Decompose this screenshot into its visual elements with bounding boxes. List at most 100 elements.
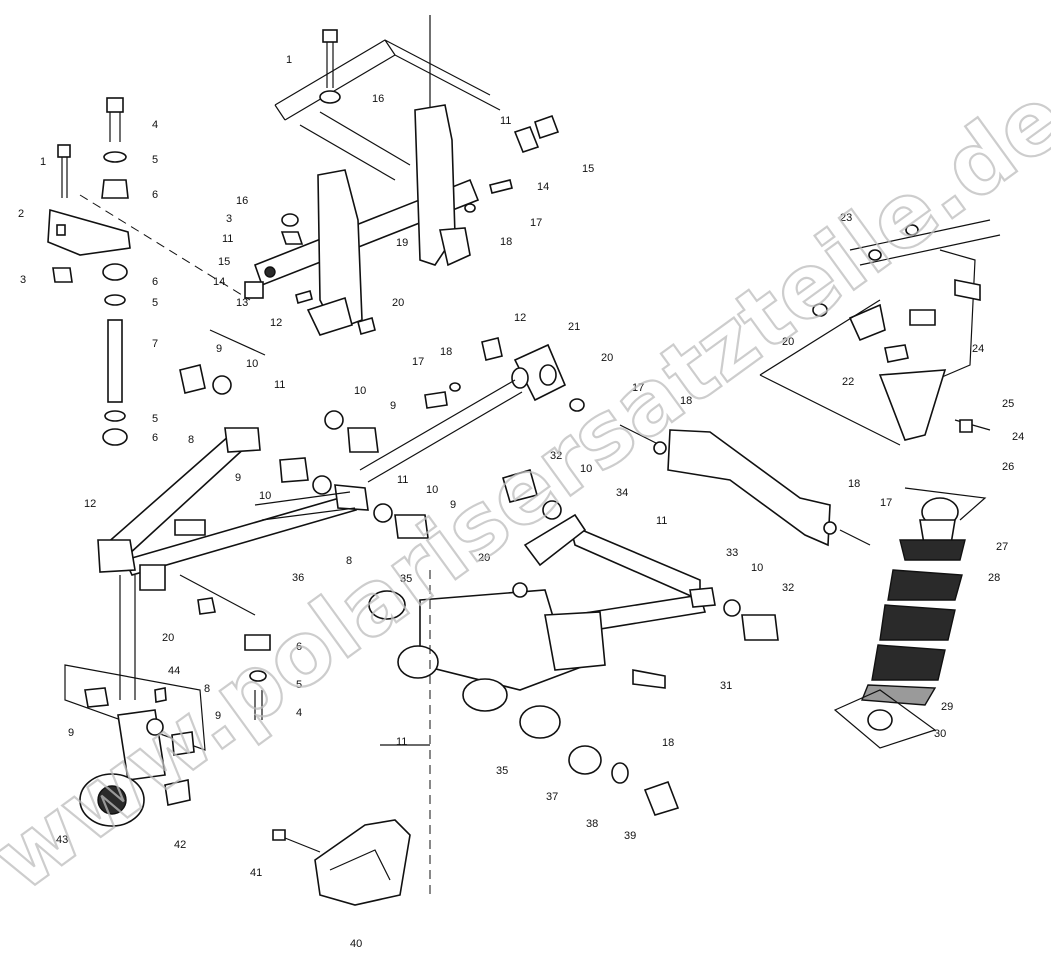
callout-30: 30 <box>934 728 946 740</box>
callout-37: 37 <box>546 791 558 803</box>
callout-5: 5 <box>296 679 302 691</box>
callout-18: 18 <box>680 395 692 407</box>
callout-3: 3 <box>20 274 26 286</box>
callout-10: 10 <box>580 463 592 475</box>
callout-20: 20 <box>478 552 490 564</box>
washer-16 <box>319 90 341 104</box>
callout-38: 38 <box>586 818 598 830</box>
callout-1: 1 <box>40 156 46 168</box>
callout-20: 20 <box>782 336 794 348</box>
callout-15: 15 <box>218 256 230 268</box>
callout-3: 3 <box>226 213 232 225</box>
pivot-bolt-head-13 <box>244 281 264 299</box>
callout-24: 24 <box>1012 431 1024 443</box>
callout-12: 12 <box>514 312 526 324</box>
spacer-tube-7 <box>107 319 123 403</box>
callout-24: 24 <box>972 343 984 355</box>
callout-10: 10 <box>751 562 763 574</box>
callout-10: 10 <box>354 385 366 397</box>
callout-33: 33 <box>726 547 738 559</box>
callout-11: 11 <box>656 515 667 527</box>
callout-5: 5 <box>152 154 158 166</box>
callout-9: 9 <box>215 710 221 722</box>
upper-frame-rails <box>274 15 501 181</box>
callout-10: 10 <box>246 358 258 370</box>
callout-17: 17 <box>880 497 892 509</box>
shock-absorber <box>833 487 987 749</box>
bushing-15 <box>264 266 276 278</box>
callout-34: 34 <box>616 487 628 499</box>
callout-5: 5 <box>152 297 158 309</box>
callout-11: 11 <box>397 474 408 486</box>
callout-10: 10 <box>426 484 438 496</box>
callout-29: 29 <box>941 701 953 713</box>
pivot-8 <box>224 427 261 453</box>
rear-frame-bracket <box>759 219 1001 441</box>
callout-1: 1 <box>286 54 292 66</box>
bushing-15b <box>534 114 560 140</box>
callout-16: 16 <box>372 93 384 105</box>
callout-6: 6 <box>152 276 158 288</box>
callout-14: 14 <box>537 181 549 193</box>
callout-14: 14 <box>213 276 225 288</box>
callout-19: 19 <box>396 237 408 249</box>
left-vertical-stack <box>47 97 251 446</box>
callout-9: 9 <box>216 343 222 355</box>
callout-43: 43 <box>56 834 68 846</box>
callout-20: 20 <box>392 297 404 309</box>
callout-8: 8 <box>346 555 352 567</box>
callout-6: 6 <box>152 432 158 444</box>
callout-35: 35 <box>400 573 412 585</box>
callout-18: 18 <box>848 478 860 490</box>
callout-32: 32 <box>550 450 562 462</box>
callout-35: 35 <box>496 765 508 777</box>
callout-18: 18 <box>440 346 452 358</box>
callout-7: 7 <box>152 338 158 350</box>
bushings-row-upper <box>179 364 429 539</box>
callout-28: 28 <box>988 572 1000 584</box>
callout-11: 11 <box>222 233 233 245</box>
callout-11: 11 <box>500 115 511 127</box>
bracket-right <box>414 104 471 267</box>
callout-27: 27 <box>996 541 1008 553</box>
top-bolt-1 <box>319 29 341 104</box>
callout-10: 10 <box>259 490 271 502</box>
callout-31: 31 <box>720 680 732 692</box>
callout-44: 44 <box>168 665 180 677</box>
callout-15: 15 <box>582 163 594 175</box>
callout-39: 39 <box>624 830 636 842</box>
callout-25: 25 <box>1002 398 1014 410</box>
callout-26: 26 <box>1002 461 1014 473</box>
callout-9: 9 <box>390 400 396 412</box>
rear-link-arm <box>359 337 585 483</box>
callout-2: 2 <box>18 208 24 220</box>
callout-23: 23 <box>840 212 852 224</box>
callout-12: 12 <box>270 317 282 329</box>
callout-22: 22 <box>842 376 854 388</box>
callout-9: 9 <box>68 727 74 739</box>
callout-5: 5 <box>152 413 158 425</box>
callout-12: 12 <box>84 498 96 510</box>
callout-13: 13 <box>236 297 248 309</box>
callout-36: 36 <box>292 572 304 584</box>
callout-18: 18 <box>500 236 512 248</box>
bracket-left-19 <box>306 169 363 336</box>
callout-41: 41 <box>250 867 262 879</box>
mount-plate-2 <box>47 208 131 256</box>
callout-6: 6 <box>296 641 302 653</box>
callout-9: 9 <box>450 499 456 511</box>
callout-17: 17 <box>530 217 542 229</box>
callout-21: 21 <box>568 321 580 333</box>
callout-20: 20 <box>601 352 613 364</box>
callout-11: 11 <box>274 379 285 391</box>
torque-link-bracket <box>619 424 871 547</box>
callout-4: 4 <box>296 707 302 719</box>
callout-42: 42 <box>174 839 186 851</box>
callout-4: 4 <box>152 119 158 131</box>
callout-18: 18 <box>662 737 674 749</box>
skid-guard-40 <box>272 819 411 906</box>
callout-17: 17 <box>412 356 424 368</box>
callout-17: 17 <box>632 382 644 394</box>
callout-16: 16 <box>236 195 248 207</box>
